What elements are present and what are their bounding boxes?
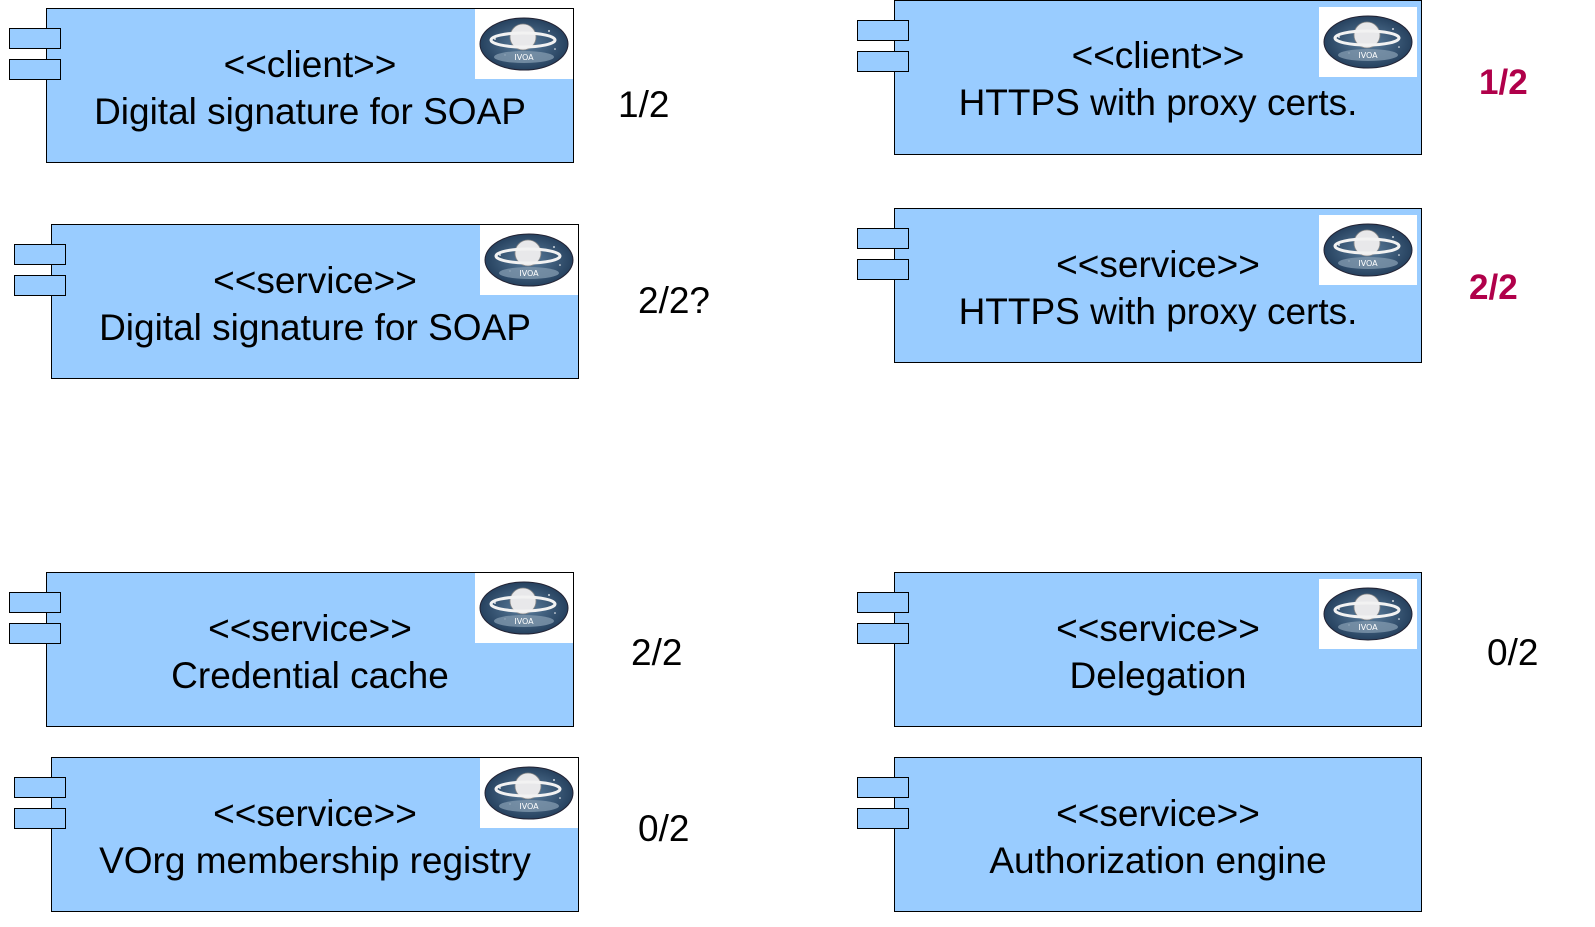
- score-label-highlight: 2/2: [1469, 268, 1518, 307]
- svg-text:IVOA: IVOA: [514, 617, 534, 626]
- component-service-digital-signature-soap[interactable]: <<service>> Digital signature for SOAP I…: [14, 224, 579, 379]
- svg-text:IVOA: IVOA: [514, 53, 534, 62]
- component-service-credential-cache[interactable]: <<service>> Credential cache IVOA: [9, 572, 574, 727]
- component-label: <<client>> Digital signature for SOAP: [47, 41, 573, 135]
- component-stereotype: <<service>>: [1056, 793, 1260, 834]
- svg-text:IVOA: IVOA: [519, 269, 539, 278]
- component-tab-icon: [857, 228, 909, 249]
- component-tab-icon: [857, 592, 909, 613]
- score-label-highlight: 1/2: [1479, 63, 1528, 102]
- component-stereotype: <<client>>: [1071, 35, 1245, 76]
- component-name: Credential cache: [171, 655, 449, 696]
- score-label: 2/2?: [638, 280, 711, 321]
- component-tab-icon: [857, 808, 909, 829]
- component-label: <<client>> HTTPS with proxy certs.: [895, 32, 1421, 126]
- component-name: Delegation: [1069, 655, 1247, 696]
- component-label: <<service>> Delegation: [895, 605, 1421, 699]
- ivoa-logo-icon: IVOA: [480, 758, 578, 828]
- ivoa-logo-icon: IVOA: [1319, 579, 1417, 649]
- component-label: <<service>> Digital signature for SOAP: [52, 257, 578, 351]
- component-label: <<service>> HTTPS with proxy certs.: [895, 241, 1421, 335]
- component-service-https-proxy-certs[interactable]: <<service>> HTTPS with proxy certs. IVOA: [857, 208, 1422, 363]
- ivoa-logo-icon: IVOA: [1319, 215, 1417, 285]
- component-service-authorization-engine[interactable]: <<service>> Authorization engine: [857, 757, 1422, 912]
- component-tab-icon: [9, 28, 61, 49]
- component-service-delegation[interactable]: <<service>> Delegation IVOA: [857, 572, 1422, 727]
- svg-text:IVOA: IVOA: [1358, 623, 1378, 632]
- component-stereotype: <<service>>: [1056, 244, 1260, 285]
- component-tab-icon: [9, 623, 61, 644]
- component-name: HTTPS with proxy certs.: [958, 291, 1358, 332]
- component-name: HTTPS with proxy certs.: [958, 82, 1358, 123]
- svg-text:IVOA: IVOA: [1358, 51, 1378, 60]
- component-tab-icon: [857, 623, 909, 644]
- component-name: Digital signature for SOAP: [94, 91, 526, 132]
- component-name: Digital signature for SOAP: [99, 307, 531, 348]
- component-service-vorg-membership-registry[interactable]: <<service>> VOrg membership registry IVO…: [14, 757, 579, 912]
- ivoa-logo-icon: IVOA: [475, 573, 573, 643]
- ivoa-logo-icon: IVOA: [1319, 7, 1417, 77]
- component-tab-icon: [857, 20, 909, 41]
- ivoa-logo-icon: IVOA: [480, 225, 578, 295]
- component-tab-icon: [14, 777, 66, 798]
- component-tab-icon: [857, 51, 909, 72]
- component-client-digital-signature-soap[interactable]: <<client>> Digital signature for SOAP IV…: [9, 8, 574, 163]
- component-name: Authorization engine: [989, 840, 1327, 881]
- component-stereotype: <<service>>: [213, 793, 417, 834]
- ivoa-logo-icon: IVOA: [475, 9, 573, 79]
- component-label: <<service>> Credential cache: [47, 605, 573, 699]
- component-stereotype: <<service>>: [1056, 608, 1260, 649]
- score-label: 2/2: [631, 632, 683, 673]
- component-stereotype: <<service>>: [213, 260, 417, 301]
- component-tab-icon: [9, 59, 61, 80]
- score-label: 0/2: [638, 808, 690, 849]
- component-tab-icon: [857, 259, 909, 280]
- component-name: VOrg membership registry: [99, 840, 531, 881]
- component-label: <<service>> Authorization engine: [895, 790, 1421, 884]
- component-stereotype: <<service>>: [208, 608, 412, 649]
- score-label: 1/2: [618, 84, 670, 125]
- component-stereotype: <<client>>: [223, 44, 397, 85]
- component-tab-icon: [14, 244, 66, 265]
- component-tab-icon: [14, 808, 66, 829]
- component-client-https-proxy-certs[interactable]: <<client>> HTTPS with proxy certs. IVOA: [857, 0, 1422, 155]
- component-tab-icon: [9, 592, 61, 613]
- svg-text:IVOA: IVOA: [1358, 259, 1378, 268]
- score-label: 0/2: [1487, 632, 1539, 673]
- component-tab-icon: [857, 777, 909, 798]
- component-label: <<service>> VOrg membership registry: [52, 790, 578, 884]
- component-tab-icon: [14, 275, 66, 296]
- svg-text:IVOA: IVOA: [519, 802, 539, 811]
